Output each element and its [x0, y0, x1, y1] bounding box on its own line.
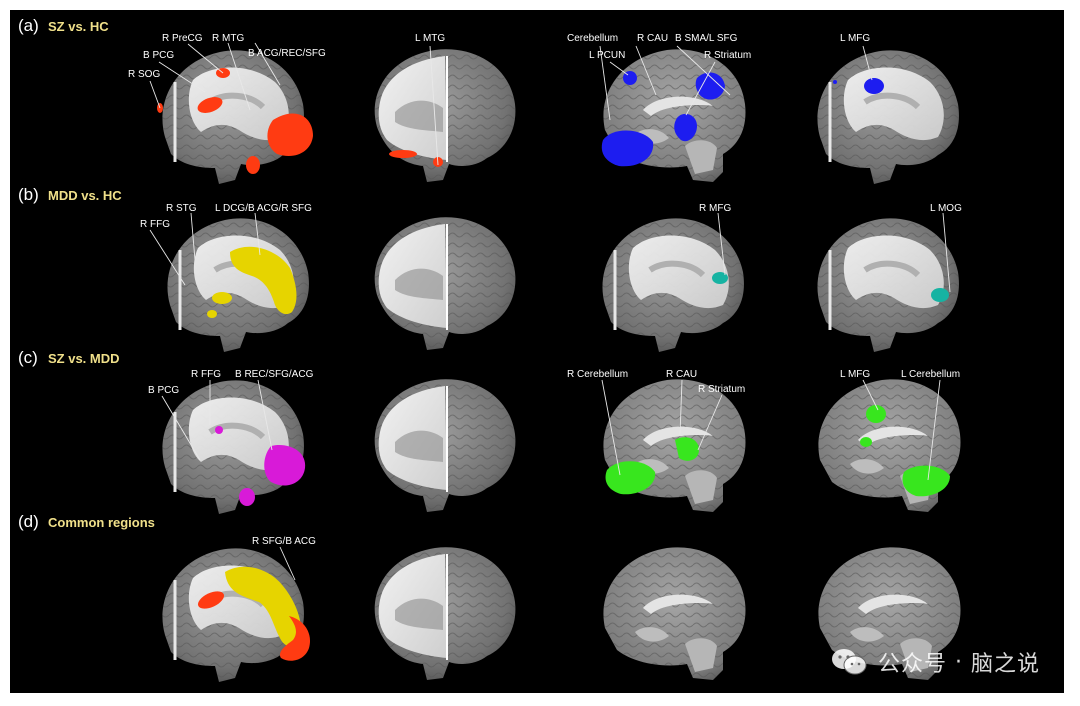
label-l-mfg: L MFG — [840, 33, 870, 44]
brain-c4 — [818, 379, 961, 512]
panel-c-letter: (c) — [18, 348, 38, 367]
brain-b3 — [602, 218, 743, 352]
brain-a1 — [157, 50, 313, 184]
panel-a-letter: (a) — [18, 16, 39, 35]
label-c-r-ffg: R FFG — [191, 369, 221, 380]
panel-a-title: SZ vs. HC — [48, 19, 109, 34]
brain-c3 — [603, 379, 746, 512]
label-r-sfg-b-acg: R SFG/B ACG — [252, 536, 316, 547]
label-b-sma-l-sfg: B SMA/L SFG — [675, 33, 738, 44]
leader-lines — [149, 42, 951, 581]
figure-panel: (a) SZ vs. HC (b) MDD vs. HC (c) SZ vs. … — [10, 10, 1064, 693]
label-b-rec-sfg-acg: B REC/SFG/ACG — [235, 369, 314, 380]
label-c-b-pcg: B PCG — [148, 385, 179, 396]
panel-d-title: Common regions — [48, 515, 155, 530]
brain-d1 — [162, 548, 311, 682]
label-r-ffg: R FFG — [140, 219, 170, 230]
label-b-pcg: B PCG — [143, 50, 174, 61]
panel-b-title: MDD vs. HC — [48, 188, 122, 203]
label-r-cerebellum: R Cerebellum — [567, 369, 628, 380]
label-l-cerebellum: L Cerebellum — [901, 369, 960, 380]
label-l-mtg: L MTG — [415, 33, 445, 44]
brain-c1 — [162, 380, 305, 514]
label-r-precg: R PreCG — [162, 33, 203, 44]
label-r-mfg: R MFG — [699, 203, 731, 214]
label-r-striatum: R Striatum — [704, 50, 751, 61]
label-c-l-mfg: L MFG — [840, 369, 870, 380]
panel-c-title: SZ vs. MDD — [48, 351, 120, 366]
label-c-r-cau: R CAU — [666, 369, 697, 380]
label-cerebellum: Cerebellum — [567, 33, 618, 44]
brain-b1 — [167, 218, 308, 352]
brain-a3 — [601, 49, 746, 183]
label-l-pcun: L PCUN — [589, 50, 625, 61]
label-l-dcg-b-acg-r-sfg: L DCG/B ACG/R SFG — [215, 203, 312, 214]
panel-b-letter: (b) — [18, 185, 39, 204]
brain-b4 — [817, 218, 958, 352]
label-l-mog: L MOG — [930, 203, 962, 214]
panel-d-letter: (d) — [18, 512, 39, 531]
label-r-cau: R CAU — [637, 33, 668, 44]
label-r-sog: R SOG — [128, 69, 160, 80]
brain-a4 — [817, 50, 958, 184]
label-r-mtg: R MTG — [212, 33, 244, 44]
label-c-r-striatum: R Striatum — [698, 384, 745, 395]
label-r-stg: R STG — [166, 203, 197, 214]
label-b-acg-rec-sfg: B ACG/REC/SFG — [248, 48, 326, 59]
